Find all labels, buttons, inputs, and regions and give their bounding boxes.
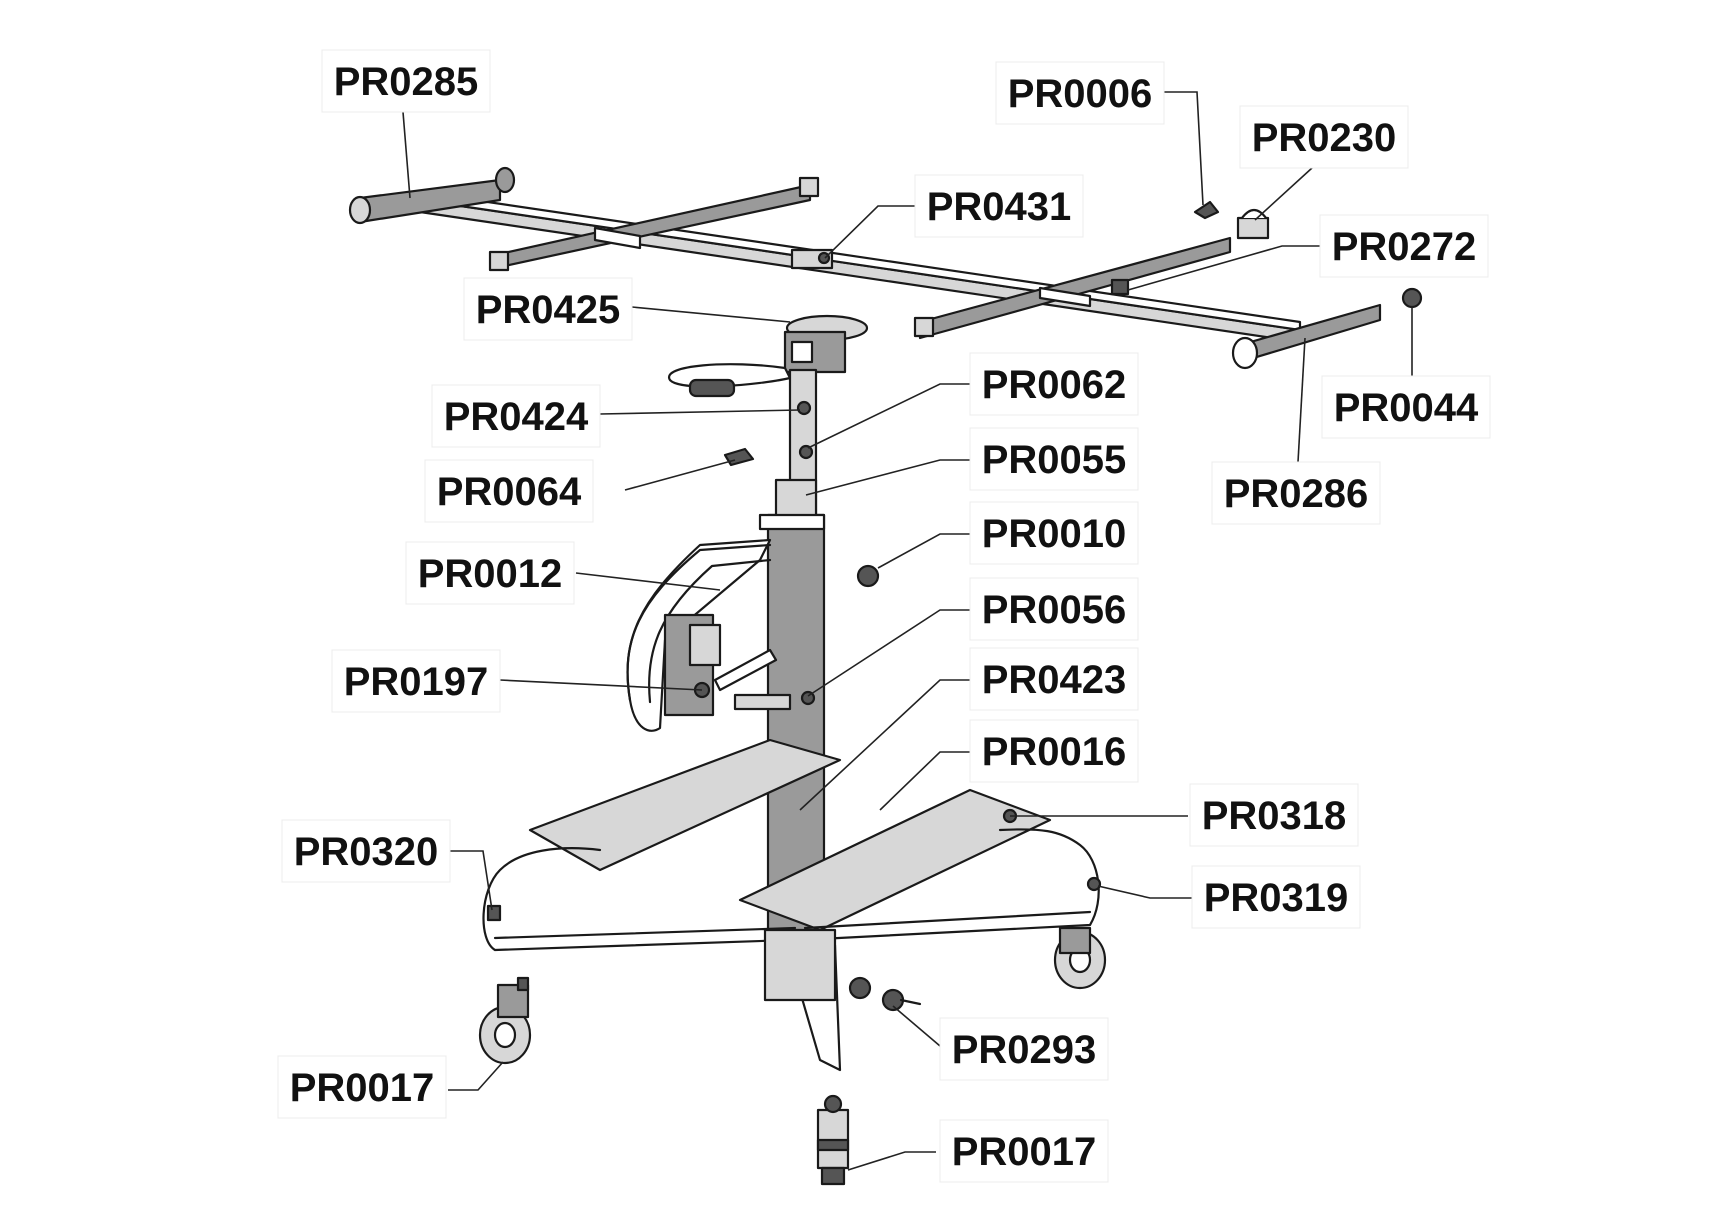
leader-pr0006	[1162, 91, 1204, 206]
callout-pr0197: PR0197	[331, 649, 501, 713]
callout-label: PR0055	[982, 438, 1127, 482]
callout-label: PR0423	[982, 658, 1127, 702]
leader-pr0293	[892, 1005, 941, 1047]
leader-pr0230	[1254, 167, 1313, 221]
callout-label: PR0006	[1008, 72, 1153, 116]
callout-pr0064: PR0064	[424, 459, 594, 523]
callout-labels: PR0285 PR0006 PR0230 PR0431 PR0272 PR042…	[277, 49, 1491, 1183]
leader-pr0319	[1097, 885, 1192, 899]
callout-pr0016: PR0016	[969, 719, 1139, 783]
callout-pr0062: PR0062	[969, 352, 1139, 416]
casters	[478, 926, 1107, 1186]
callout-pr0319: PR0319	[1191, 865, 1361, 929]
callout-label: PR0424	[444, 395, 589, 439]
callout-pr0230: PR0230	[1239, 105, 1409, 169]
leader-pr0286	[1297, 337, 1306, 463]
leader-pr0012	[575, 572, 721, 591]
leader-pr0425	[631, 306, 791, 323]
callout-label: PR0044	[1334, 386, 1479, 430]
callout-pr0272: PR0272	[1319, 214, 1489, 278]
leader-pr0055	[805, 459, 970, 496]
lifting-arm	[626, 538, 792, 732]
leader-pr0272	[1127, 245, 1320, 291]
callout-label: PR0056	[982, 588, 1127, 632]
callout-label: PR0062	[982, 363, 1127, 407]
callout-label: PR0425	[476, 288, 621, 332]
callout-label: PR0197	[344, 660, 489, 704]
callout-pr0006: PR0006	[995, 61, 1165, 125]
leader-pr0056	[807, 609, 970, 697]
leader-pr0016	[879, 751, 970, 811]
leader-pr0320	[448, 850, 493, 911]
leader-pr0017a	[448, 1061, 504, 1091]
callout-label: PR0012	[418, 552, 563, 596]
top-frame	[348, 166, 1423, 370]
callout-pr0044: PR0044	[1321, 375, 1491, 439]
leader-pr0017b	[847, 1151, 936, 1171]
callout-label: PR0017	[952, 1130, 1097, 1174]
callout-pr0320: PR0320	[281, 819, 451, 883]
callout-label: PR0286	[1224, 472, 1369, 516]
mast-head	[668, 314, 869, 398]
callout-pr0424: PR0424	[431, 384, 601, 448]
callout-pr0017a: PR0017	[277, 1055, 447, 1119]
callout-pr0318: PR0318	[1189, 783, 1359, 847]
callout-label: PR0285	[334, 60, 479, 104]
lift-assembly-drawing	[348, 166, 1423, 1186]
callout-pr0017b: PR0017	[939, 1119, 1109, 1183]
callout-pr0012: PR0012	[405, 541, 575, 605]
leader-pr0423	[799, 679, 970, 811]
callout-pr0010: PR0010	[969, 501, 1139, 565]
callout-label: PR0320	[294, 830, 439, 874]
callout-label: PR0431	[927, 185, 1072, 229]
callout-label: PR0064	[437, 470, 582, 514]
callout-label: PR0016	[982, 730, 1127, 774]
callout-pr0431: PR0431	[914, 174, 1084, 238]
leader-pr0064	[624, 459, 736, 491]
callout-pr0285: PR0285	[321, 49, 491, 113]
callout-label: PR0318	[1202, 794, 1347, 838]
callout-pr0055: PR0055	[969, 427, 1139, 491]
callout-label: PR0319	[1204, 876, 1349, 920]
callout-pr0056: PR0056	[969, 577, 1139, 641]
leader-pr0285	[402, 111, 411, 199]
leader-pr0424	[599, 409, 801, 415]
callout-pr0425: PR0425	[463, 277, 633, 341]
callout-label: PR0017	[290, 1066, 435, 1110]
callout-pr0423: PR0423	[969, 647, 1139, 711]
callout-label: PR0272	[1332, 225, 1477, 269]
callout-label: PR0230	[1252, 116, 1397, 160]
callout-label: PR0010	[982, 512, 1127, 556]
leader-pr0062	[807, 383, 970, 449]
leader-pr0431	[824, 205, 915, 259]
callout-label: PR0293	[952, 1028, 1097, 1072]
foot-plates	[528, 738, 1052, 932]
leader-pr0010	[877, 533, 970, 569]
callout-pr0293: PR0293	[939, 1017, 1109, 1081]
base-frame	[482, 828, 1102, 1072]
leader-pr0197	[499, 679, 703, 691]
callout-pr0286: PR0286	[1211, 461, 1381, 525]
leader-lines	[402, 91, 1413, 1171]
